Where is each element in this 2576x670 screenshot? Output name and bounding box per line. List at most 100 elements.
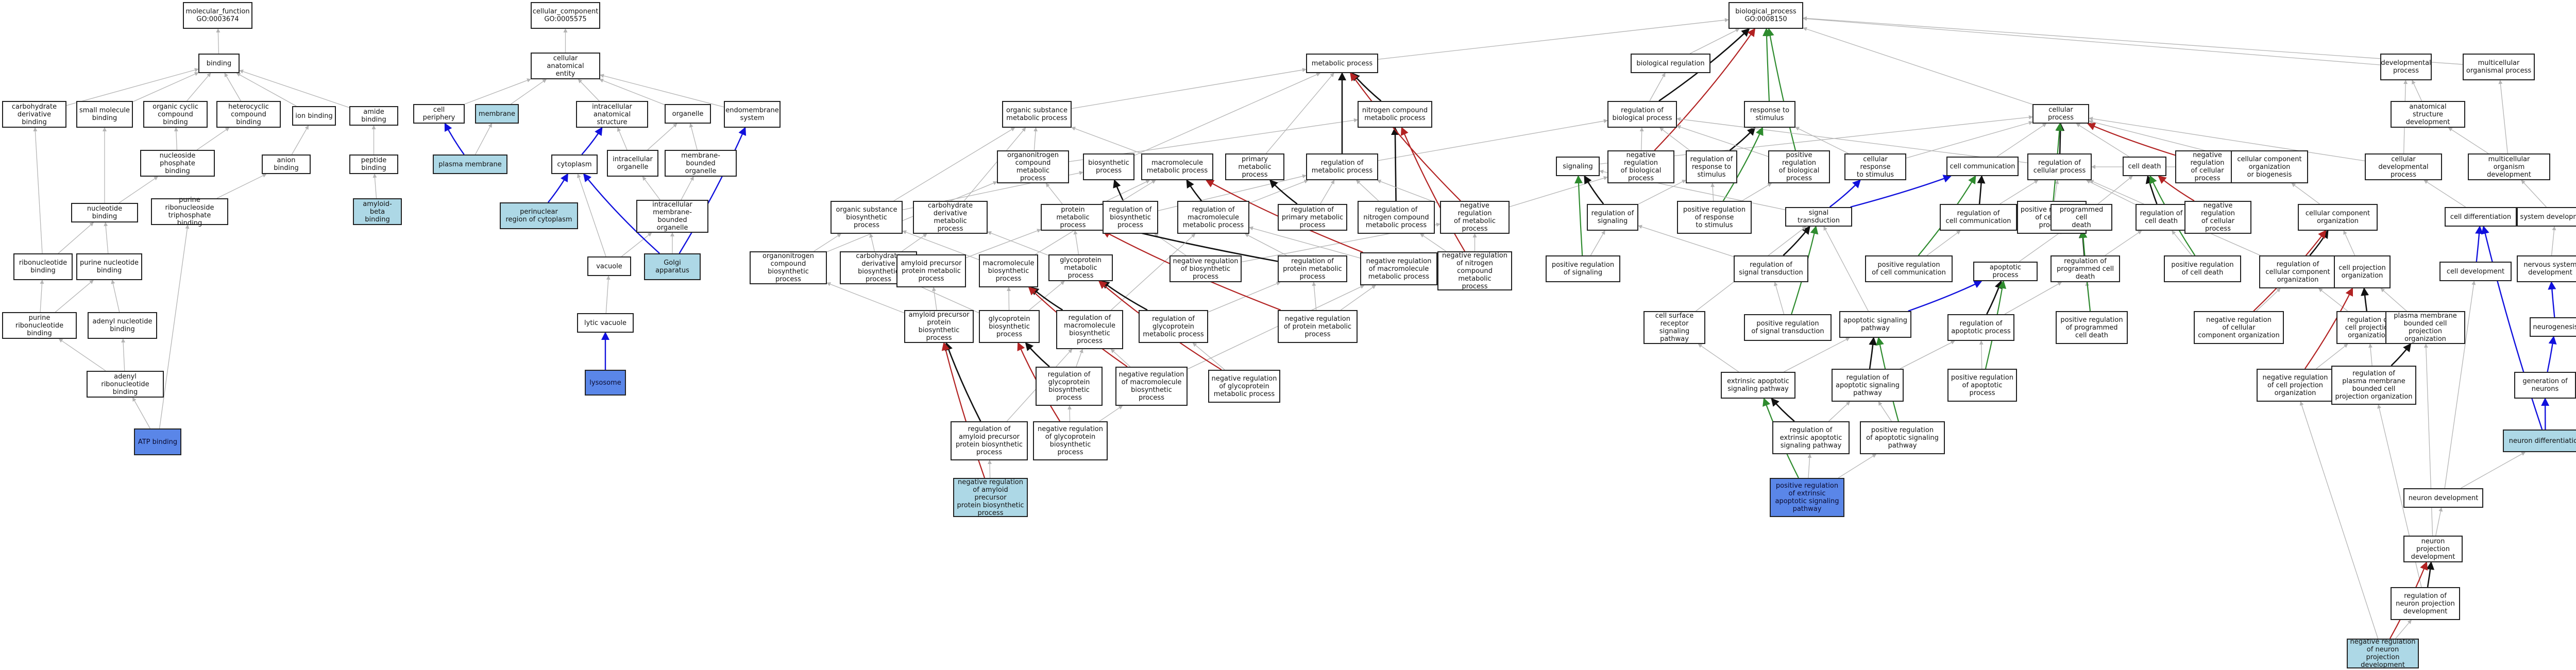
go-term-node[interactable]: nitrogen compound metabolic process <box>1358 101 1432 128</box>
go-term-node[interactable]: positive regulation of apoptotic signali… <box>1860 421 1945 454</box>
go-term-node[interactable]: cellular process <box>2032 104 2089 124</box>
go-term-node[interactable]: ribonucleotide binding <box>13 253 73 280</box>
go-term-node[interactable]: ion binding <box>292 106 336 126</box>
go-term-node[interactable]: regulation of biological process <box>1607 101 1677 128</box>
go-term-node[interactable]: macromolecule metabolic process <box>1141 153 1213 180</box>
go-term-node[interactable]: regulation of cellular component organiz… <box>2259 255 2336 288</box>
go-term-node[interactable]: negative regulation of cellular process <box>2184 201 2251 234</box>
go-term-node[interactable]: regulation of apoptotic process <box>1947 314 2014 341</box>
go-term-node[interactable]: response to stimulus <box>1744 101 1795 128</box>
go-term-node[interactable]: neuron development <box>2403 488 2483 508</box>
go-term-node[interactable]: membrane <box>475 104 519 124</box>
go-term-node[interactable]: regulation of signaling <box>1587 204 1638 231</box>
go-term-node[interactable]: biological_process GO:0008150 <box>1728 2 1803 29</box>
go-term-node[interactable]: positive regulation of response to stimu… <box>1677 201 1752 234</box>
go-term-node[interactable]: amyloid-beta binding <box>353 198 402 225</box>
go-term-node[interactable]: cell projection organization <box>2334 255 2391 288</box>
go-term-node[interactable]: carbohydrate derivative binding <box>2 101 66 128</box>
go-term-node[interactable]: regulation of cell death <box>2136 204 2187 231</box>
go-term-node[interactable]: regulation of cell communication <box>1940 204 2017 231</box>
go-term-node[interactable]: cell differentiation <box>2445 207 2517 227</box>
go-term-node[interactable]: neurogenesis <box>2530 317 2576 337</box>
go-term-node[interactable]: regulation of macromolecule biosynthetic… <box>1056 310 1123 349</box>
go-term-node[interactable]: negative regulation of macromolecule bio… <box>1115 367 1188 406</box>
go-term-node[interactable]: cell communication <box>1946 157 2019 176</box>
go-term-node[interactable]: positive regulation of programmed cell d… <box>2056 311 2128 344</box>
go-term-node[interactable]: regulation of extrinsic apoptotic signal… <box>1772 421 1850 454</box>
go-term-node[interactable]: biological regulation <box>1631 54 1710 73</box>
go-term-node[interactable]: regulation of signal transduction <box>1734 255 1808 282</box>
go-term-node[interactable]: negative regulation of protein metabolic… <box>1278 310 1358 343</box>
go-term-node[interactable]: amyloid precursor protein biosynthetic p… <box>904 310 974 343</box>
go-term-node[interactable]: regulation of glycoprotein metabolic pro… <box>1139 310 1208 343</box>
go-term-node[interactable]: macromolecule biosynthetic process <box>979 254 1038 287</box>
go-term-node[interactable]: organic substance metabolic process <box>1002 101 1072 128</box>
go-term-node[interactable]: cellular anatomical entity <box>531 53 600 79</box>
go-term-node[interactable]: positive regulation of cell communicatio… <box>1865 255 1953 282</box>
go-term-node[interactable]: regulation of amyloid precursor protein … <box>951 421 1028 460</box>
go-term-node[interactable]: regulation of nitrogen compound metaboli… <box>1358 201 1435 234</box>
go-term-node[interactable]: Golgi apparatus <box>644 253 701 280</box>
go-term-node[interactable]: vacuole <box>587 256 631 276</box>
go-term-node[interactable]: biosynthetic process <box>1083 153 1134 180</box>
go-term-node[interactable]: plasma membrane <box>433 154 507 174</box>
go-term-node[interactable]: apoptotic process <box>1973 262 2038 281</box>
go-term-node[interactable]: amyloid precursor protein metabolic proc… <box>896 254 966 287</box>
go-term-node[interactable]: regulation of biosynthetic process <box>1103 201 1158 234</box>
go-term-node[interactable]: negative regulation of cellular componen… <box>2194 311 2284 344</box>
go-term-node[interactable]: anion binding <box>262 154 311 174</box>
go-term-node[interactable]: plasma membrane bounded cell projection … <box>2385 311 2465 344</box>
go-term-node[interactable]: multicellular organismal process <box>2463 54 2535 80</box>
go-term-node[interactable]: generation of neurons <box>2514 372 2576 399</box>
go-term-node[interactable]: organonitrogen compound metabolic proces… <box>997 150 1069 183</box>
go-term-node[interactable]: cellular response to stimulus <box>1844 153 1906 180</box>
go-term-node[interactable]: adenyl nucleotide binding <box>88 312 157 339</box>
go-term-node[interactable]: regulation of primary metabolic process <box>1278 204 1347 231</box>
go-term-node[interactable]: organic substance biosynthetic process <box>831 201 903 234</box>
go-term-node[interactable]: intracellular membrane-bounded organelle <box>636 200 708 233</box>
go-term-node[interactable]: negative regulation of nitrogen compound… <box>1437 251 1512 290</box>
go-term-node[interactable]: purine nucleotide binding <box>76 253 142 280</box>
go-term-node[interactable]: organic cyclic compound binding <box>143 101 208 128</box>
go-term-node[interactable]: cell periphery <box>413 104 465 124</box>
go-term-node[interactable]: negative regulation of cell projection o… <box>2257 369 2334 402</box>
go-term-node[interactable]: negative regulation of biosynthetic proc… <box>1170 255 1242 282</box>
go-term-node[interactable]: amide binding <box>349 106 398 126</box>
go-term-node[interactable]: positive regulation of cell death <box>2164 255 2241 282</box>
go-term-node[interactable]: cellular_component GO:0005575 <box>531 2 600 29</box>
go-term-node[interactable]: positive regulation of extrinsic apoptot… <box>1770 478 1844 517</box>
go-term-node[interactable]: regulation of protein metabolic process <box>1278 255 1347 282</box>
go-term-node[interactable]: glycoprotein metabolic process <box>1048 254 1113 281</box>
go-term-node[interactable]: nucleoside phosphate binding <box>140 150 215 177</box>
go-term-node[interactable]: cell development <box>2439 262 2512 281</box>
go-term-node[interactable]: carbohydrate derivative metabolic proces… <box>913 201 988 234</box>
go-term-node[interactable]: negative regulation of cellular process <box>2175 150 2240 183</box>
go-term-node[interactable]: cellular developmental process <box>2365 153 2442 180</box>
go-term-node[interactable]: protein metabolic process <box>1041 204 1105 231</box>
go-term-node[interactable]: anatomical structure development <box>2391 101 2465 128</box>
go-term-node[interactable]: peptide binding <box>349 154 398 174</box>
go-term-node[interactable]: cellular component organization <box>2298 204 2378 231</box>
go-term-node[interactable]: cellular component organization or bioge… <box>2231 150 2308 183</box>
go-term-node[interactable]: ATP binding <box>134 428 181 455</box>
go-term-node[interactable]: cytoplasm <box>551 154 598 174</box>
go-term-node[interactable]: nervous system development <box>2517 255 2576 282</box>
go-term-node[interactable]: multicellular organism development <box>2468 153 2550 180</box>
go-term-node[interactable]: negative regulation of glycoprotein meta… <box>1208 370 1280 403</box>
go-term-node[interactable]: regulation of apoptotic signaling pathwa… <box>1832 369 1904 402</box>
go-term-node[interactable]: organonitrogen compound biosynthetic pro… <box>750 251 827 284</box>
go-term-node[interactable]: positive regulation of signal transducti… <box>1744 314 1832 341</box>
go-term-node[interactable]: system development <box>2517 207 2576 227</box>
go-term-node[interactable]: positive regulation of biological proces… <box>1768 150 1830 183</box>
go-term-node[interactable]: binding <box>198 54 240 73</box>
go-term-node[interactable]: negative regulation of amyloid precursor… <box>953 478 1028 517</box>
go-term-node[interactable]: lysosome <box>585 370 626 396</box>
go-term-node[interactable]: molecular_function GO:0003674 <box>183 2 252 29</box>
go-term-node[interactable]: metabolic process <box>1306 54 1378 73</box>
go-term-node[interactable]: regulation of programmed cell death <box>2050 255 2120 282</box>
go-term-node[interactable]: lytic vacuole <box>577 313 634 333</box>
go-term-node[interactable]: endomembrane system <box>724 101 781 128</box>
go-term-node[interactable]: regulation of metabolic process <box>1306 153 1378 180</box>
go-term-node[interactable]: negative regulation of metabolic process <box>1440 201 1510 234</box>
go-term-node[interactable]: purine ribonucleoside triphosphate bindi… <box>151 196 228 227</box>
